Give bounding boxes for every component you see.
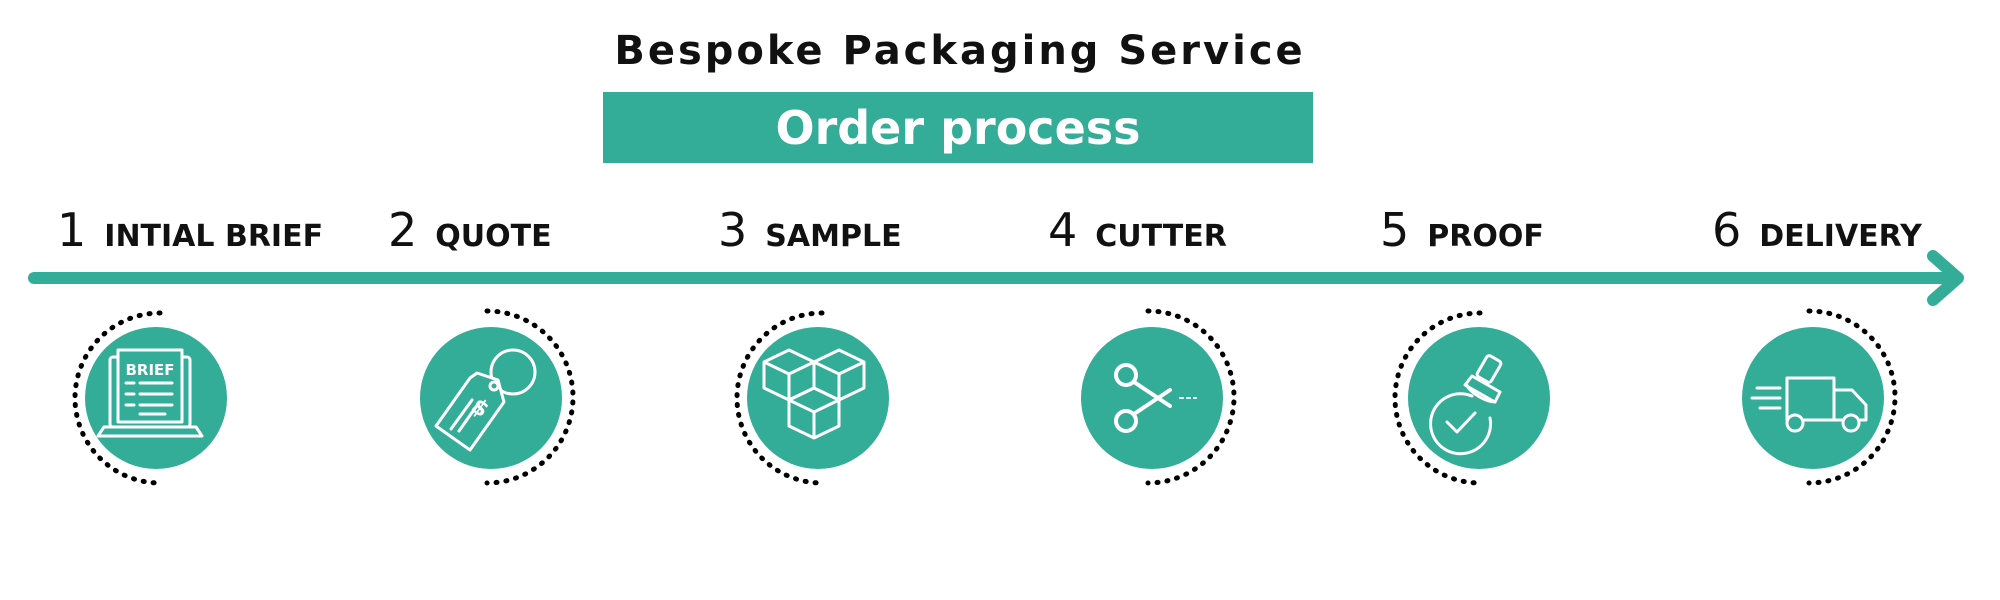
dotted-arc xyxy=(72,310,163,486)
step-name: INTIAL BRIEF xyxy=(104,219,324,254)
step-6-label: 6 DELIVERY xyxy=(1712,203,1922,257)
step-name: CUTTER xyxy=(1095,219,1227,254)
step-name: SAMPLE xyxy=(765,219,902,254)
step-number: 2 xyxy=(388,203,418,257)
step-name: PROOF xyxy=(1427,219,1544,254)
brief-document-icon xyxy=(96,348,204,438)
step-number: 3 xyxy=(718,203,748,257)
boxes-icon xyxy=(762,348,866,440)
step-circle xyxy=(1742,327,1884,469)
step-circle xyxy=(1081,327,1223,469)
timeline-arrow xyxy=(28,250,1964,306)
step-4-label: 4 CUTTER xyxy=(1048,203,1227,257)
step-name: QUOTE xyxy=(435,219,552,254)
page-title: Bespoke Packaging Service xyxy=(614,28,1306,74)
step-5-icon-group xyxy=(1392,310,1550,486)
step-1-label: 1 INTIAL BRIEF xyxy=(57,203,323,257)
step-number: 5 xyxy=(1380,203,1410,257)
scissors-icon xyxy=(1114,363,1197,433)
banner-label: Order process xyxy=(775,100,1141,155)
step-2-label: 2 QUOTE xyxy=(388,203,552,257)
delivery-truck-icon xyxy=(1750,376,1868,433)
step-name: DELIVERY xyxy=(1759,219,1922,254)
step-3-icon-group xyxy=(734,310,889,486)
step-6-icon-group xyxy=(1742,308,1898,486)
stamp-icon xyxy=(1429,354,1503,456)
step-number: 6 xyxy=(1712,203,1742,257)
step-circle xyxy=(747,327,889,469)
step-3-label: 3 SAMPLE xyxy=(718,203,902,257)
step-1-icon-group: BRIEF xyxy=(72,310,227,486)
dotted-arc xyxy=(1392,310,1483,486)
step-5-label: 5 PROOF xyxy=(1380,203,1544,257)
dotted-arc xyxy=(484,308,576,486)
step-number: 1 xyxy=(57,203,87,257)
brief-text: BRIEF xyxy=(125,361,174,379)
price-tag-icon xyxy=(434,348,537,452)
dotted-arc xyxy=(734,310,825,486)
step-4-icon-group xyxy=(1081,308,1237,486)
order-process-banner: Order process xyxy=(603,92,1313,163)
dotted-arc xyxy=(1145,308,1237,486)
step-2-icon-group: $ xyxy=(420,308,576,486)
step-number: 4 xyxy=(1048,203,1078,257)
dotted-arc xyxy=(1806,308,1898,486)
